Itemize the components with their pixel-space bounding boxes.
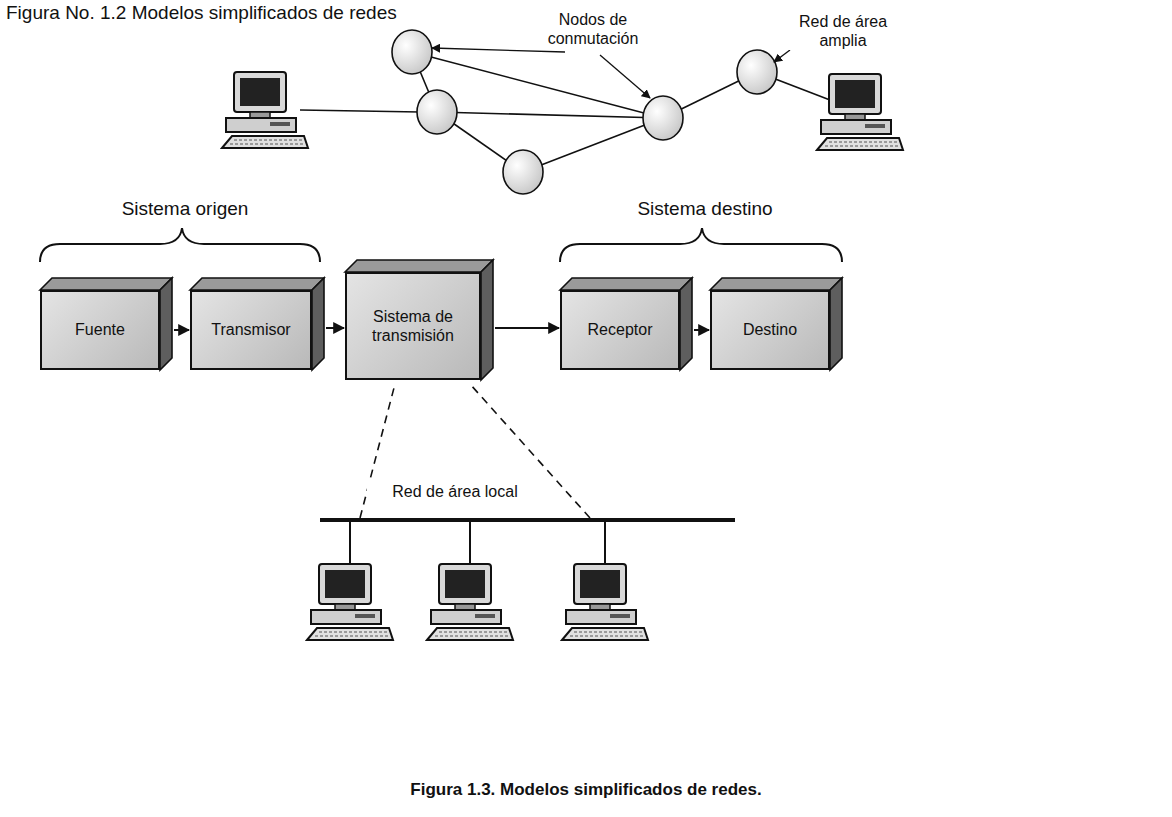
flow-arrow — [694, 329, 709, 331]
box-top-face — [345, 260, 493, 272]
flow-arrow — [174, 329, 189, 331]
box-top-face — [560, 278, 692, 290]
annotation-label: Red de área local — [367, 482, 543, 501]
block-box: Sistema de transmisión — [345, 272, 481, 380]
flow-arrow — [495, 327, 559, 329]
annotation-label: Red de área amplia — [785, 12, 901, 50]
box-side-face — [312, 278, 324, 370]
block-box: Receptor — [560, 290, 680, 370]
box-top-face — [190, 278, 324, 290]
block-box: Destino — [710, 290, 830, 370]
figure-caption: Figura 1.3. Modelos simplificados de red… — [0, 780, 1172, 800]
block-box: Fuente — [40, 290, 160, 370]
block-label: Destino — [743, 320, 797, 339]
flow-arrow — [326, 327, 344, 329]
box-side-face — [481, 260, 493, 380]
box-side-face — [830, 278, 842, 370]
block-label: Fuente — [75, 320, 125, 339]
block-label: Transmisor — [211, 320, 290, 339]
box-top-face — [40, 278, 172, 290]
annotation-label: Sistema origen — [82, 198, 288, 221]
annotation-label: Sistema destino — [602, 198, 808, 221]
box-top-face — [710, 278, 842, 290]
block-label: Receptor — [588, 320, 653, 339]
box-side-face — [160, 278, 172, 370]
box-side-face — [680, 278, 692, 370]
block-box: Transmisor — [190, 290, 312, 370]
block-label: Sistema de transmisión — [355, 307, 471, 345]
figure-title: Figura No. 1.2 Modelos simplificados de … — [6, 2, 397, 24]
annotation-label: Nodos de conmutación — [530, 10, 656, 48]
